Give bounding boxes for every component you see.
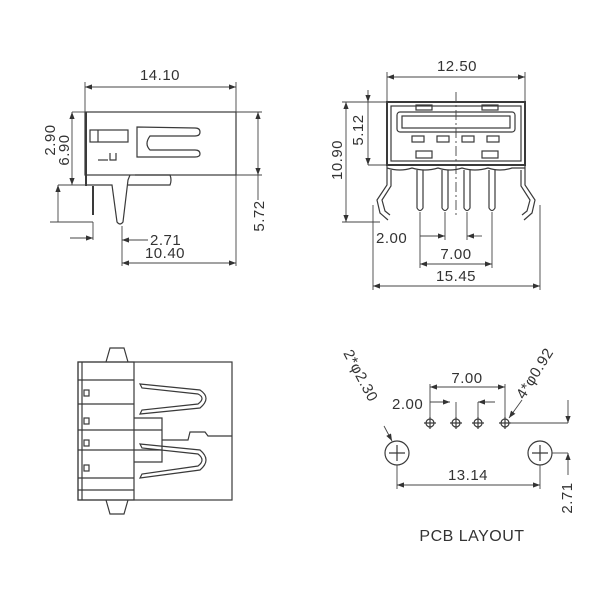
pcb-layout-title: PCB LAYOUT: [419, 528, 524, 545]
dim-side-d2: 6.90: [56, 134, 73, 165]
side-view: 14.10 2.90 6.90 5.72 2.71 10.40: [42, 67, 268, 266]
large-mount-holes: [384, 440, 553, 466]
dim-side-pin-to-back: 10.40: [145, 245, 185, 262]
dim-front-tab-span: 15.45: [436, 268, 476, 285]
dim-front-width: 12.50: [437, 58, 477, 75]
dim-front-pin-pitch: 2.00: [376, 230, 407, 247]
pcb-layout: 7.00 2.00 13.14 2.71 2*φ2.30 4*φ0.92 PCB…: [339, 345, 576, 545]
dim-side-height: 5.72: [251, 200, 268, 231]
label-small-holes: 4*φ0.92: [513, 345, 557, 402]
dim-front-total-height: 10.90: [329, 140, 346, 180]
dim-side-width: 14.10: [140, 67, 180, 84]
dim-pcb-hole-span: 13.14: [448, 467, 488, 484]
label-large-holes: 2*φ2.30: [339, 347, 381, 405]
dim-front-pin-span: 7.00: [440, 246, 471, 263]
small-pin-holes: [424, 417, 511, 429]
dim-side-d1: 2.90: [42, 124, 59, 155]
dim-pcb-pin-pitch: 2.00: [392, 396, 423, 413]
top-view: [77, 347, 233, 515]
front-view: 12.50 5.12 10.90: [329, 58, 541, 290]
dim-pcb-offset: 2.71: [559, 482, 576, 513]
dim-side-pin-offset: 2.71: [150, 232, 181, 249]
dim-front-slot-height: 5.12: [350, 114, 367, 145]
dim-pcb-pin-span: 7.00: [451, 370, 482, 387]
